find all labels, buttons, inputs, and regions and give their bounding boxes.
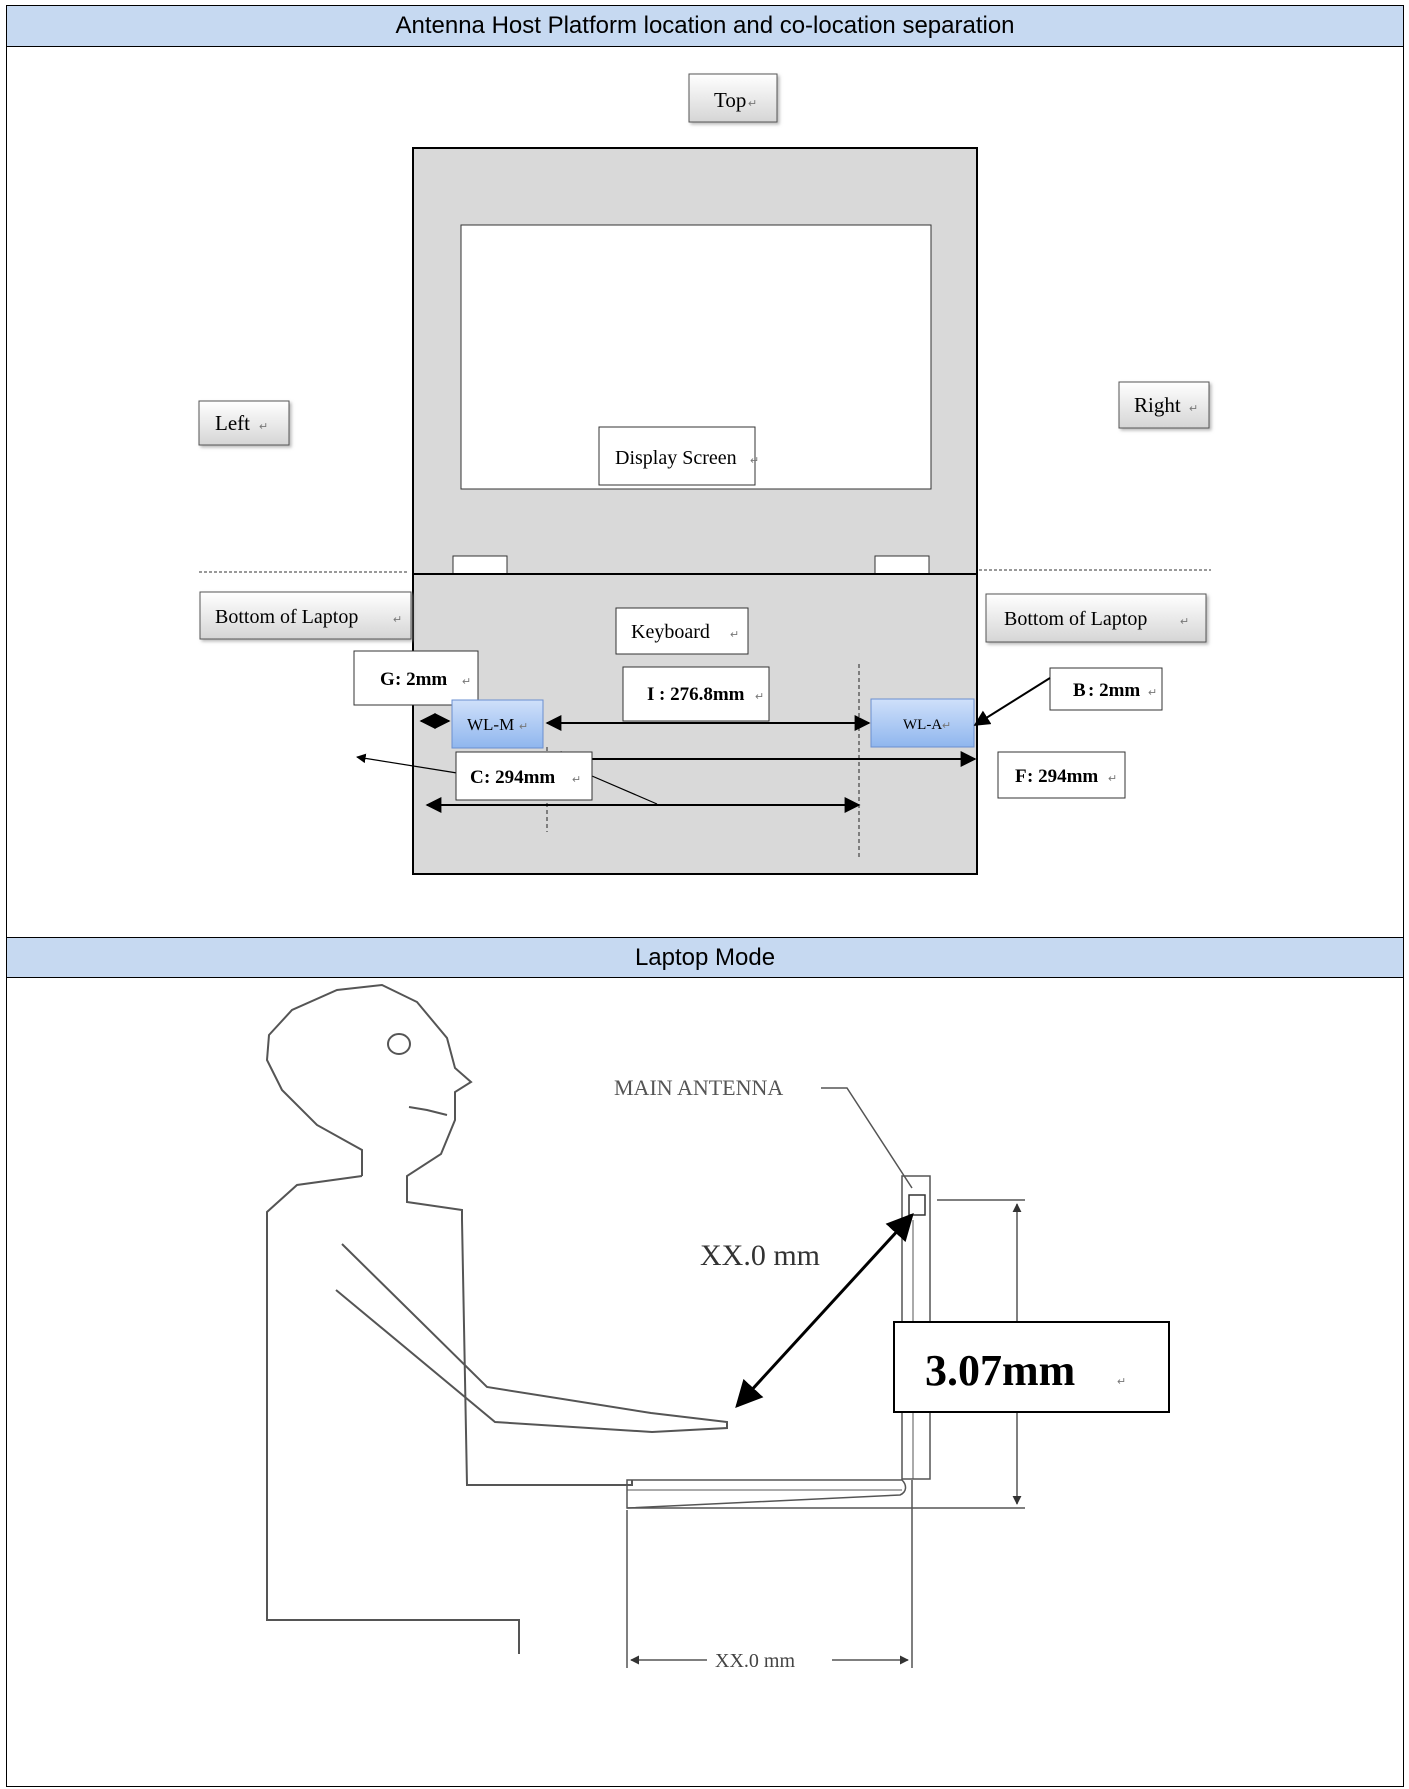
svg-text:WL-M: WL-M bbox=[467, 715, 514, 734]
c-pointer-left bbox=[356, 753, 458, 774]
svg-text:Right: Right bbox=[1134, 393, 1181, 417]
distance-arrow-diagonal bbox=[735, 1213, 914, 1408]
svg-text:C: C bbox=[470, 767, 484, 788]
right-label: Right ↵ bbox=[1118, 381, 1210, 429]
g-dimension-label: G : 2mm ↵ bbox=[353, 650, 479, 706]
antenna-platform-diagram: Top ↵ Display Screen ↵ Left ↵ bbox=[7, 47, 1403, 946]
display-screen-label: Display Screen ↵ bbox=[598, 426, 759, 486]
svg-text:G: G bbox=[380, 669, 395, 690]
svg-text:WL-A: WL-A bbox=[903, 717, 942, 733]
svg-text:↵: ↵ bbox=[1180, 616, 1189, 628]
svg-text:I: I bbox=[647, 684, 654, 705]
f-dimension-label: F : 294mm ↵ bbox=[997, 751, 1126, 799]
laptop-side-base bbox=[626, 1479, 907, 1509]
section-header-laptop-mode: Laptop Mode bbox=[7, 937, 1403, 978]
display-screen-area bbox=[460, 224, 932, 490]
person-eye bbox=[387, 1033, 411, 1055]
svg-text:↵: ↵ bbox=[942, 720, 951, 732]
hinge-right bbox=[874, 555, 930, 575]
svg-text:↵: ↵ bbox=[519, 721, 528, 733]
person-mouth bbox=[408, 1106, 448, 1116]
c-pointer-right bbox=[591, 775, 658, 805]
height-value-label: 3.07mm bbox=[925, 1346, 1075, 1395]
c-dimension-label: C : 294mm ↵ bbox=[455, 751, 593, 801]
section-header-antenna-platform: Antenna Host Platform location and co-lo… bbox=[7, 6, 1403, 47]
svg-text:↵: ↵ bbox=[259, 421, 268, 433]
svg-text:Left: Left bbox=[215, 411, 250, 435]
hinge-left bbox=[452, 555, 508, 575]
wl-a-antenna: WL-A ↵ bbox=[870, 698, 975, 748]
svg-text:↵: ↵ bbox=[1189, 403, 1198, 415]
svg-text:Keyboard: Keyboard bbox=[631, 621, 710, 643]
diagonal-distance-label: XX.0 mm bbox=[700, 1239, 820, 1272]
wl-m-antenna: WL-M ↵ bbox=[451, 699, 544, 749]
svg-text:: 2mm: : 2mm bbox=[395, 669, 447, 690]
b-arrow bbox=[973, 677, 1051, 726]
height-value-box bbox=[893, 1321, 1170, 1413]
person-arm bbox=[335, 1243, 728, 1434]
main-antenna-block bbox=[908, 1194, 926, 1216]
main-antenna-leader bbox=[821, 1087, 913, 1189]
b-dimension-label: B : 2mm ↵ bbox=[1049, 667, 1163, 711]
bottom-distance-label: XX.0 mm bbox=[715, 1650, 795, 1672]
person-body-back bbox=[266, 1175, 520, 1654]
svg-text:Top: Top bbox=[714, 88, 746, 112]
svg-text:↵: ↵ bbox=[1108, 773, 1117, 785]
bottom-of-laptop-label-left: Bottom of Laptop ↵ bbox=[199, 591, 412, 640]
laptop-mode-diagram: MAIN ANTENNA XX.0 mm 3.07mm ↵ XX.0 mm bbox=[7, 980, 1403, 1786]
svg-text:↵: ↵ bbox=[462, 676, 471, 688]
svg-text:↵: ↵ bbox=[730, 629, 739, 641]
left-label: Left ↵ bbox=[198, 400, 290, 446]
svg-text:: 294mm: : 294mm bbox=[1027, 766, 1098, 787]
svg-text:: 294mm: : 294mm bbox=[484, 767, 555, 788]
svg-text:F: F bbox=[1015, 766, 1027, 787]
person-head-torso bbox=[265, 983, 633, 1486]
svg-text:↵: ↵ bbox=[750, 455, 759, 467]
svg-text:↵: ↵ bbox=[393, 614, 402, 626]
svg-text:: 2mm: : 2mm bbox=[1088, 680, 1140, 701]
keyboard-label: Keyboard ↵ bbox=[615, 607, 749, 655]
document-table: Antenna Host Platform location and co-lo… bbox=[6, 5, 1404, 1787]
svg-text:Bottom of Laptop: Bottom of Laptop bbox=[1004, 608, 1147, 630]
svg-text:Display Screen: Display Screen bbox=[615, 447, 737, 469]
top-label: Top ↵ bbox=[688, 73, 778, 123]
svg-text:: 276.8mm: : 276.8mm bbox=[659, 684, 745, 705]
svg-text:↵: ↵ bbox=[572, 774, 581, 786]
svg-text:↵: ↵ bbox=[1117, 1376, 1126, 1388]
svg-text:↵: ↵ bbox=[1148, 687, 1157, 699]
svg-text:Bottom of Laptop: Bottom of Laptop bbox=[215, 606, 358, 628]
svg-text:B: B bbox=[1073, 680, 1086, 701]
svg-text:↵: ↵ bbox=[755, 691, 764, 703]
svg-text:↵: ↵ bbox=[748, 98, 757, 110]
i-dimension-label: I : 276.8mm ↵ bbox=[622, 666, 770, 722]
main-antenna-label: MAIN ANTENNA bbox=[614, 1075, 783, 1100]
bottom-of-laptop-label-right: Bottom of Laptop ↵ bbox=[985, 593, 1207, 643]
platform-diagram-svg: Top ↵ Display Screen ↵ Left ↵ bbox=[198, 73, 1211, 875]
laptop-mode-svg: MAIN ANTENNA XX.0 mm 3.07mm ↵ XX.0 mm bbox=[265, 983, 1170, 1672]
